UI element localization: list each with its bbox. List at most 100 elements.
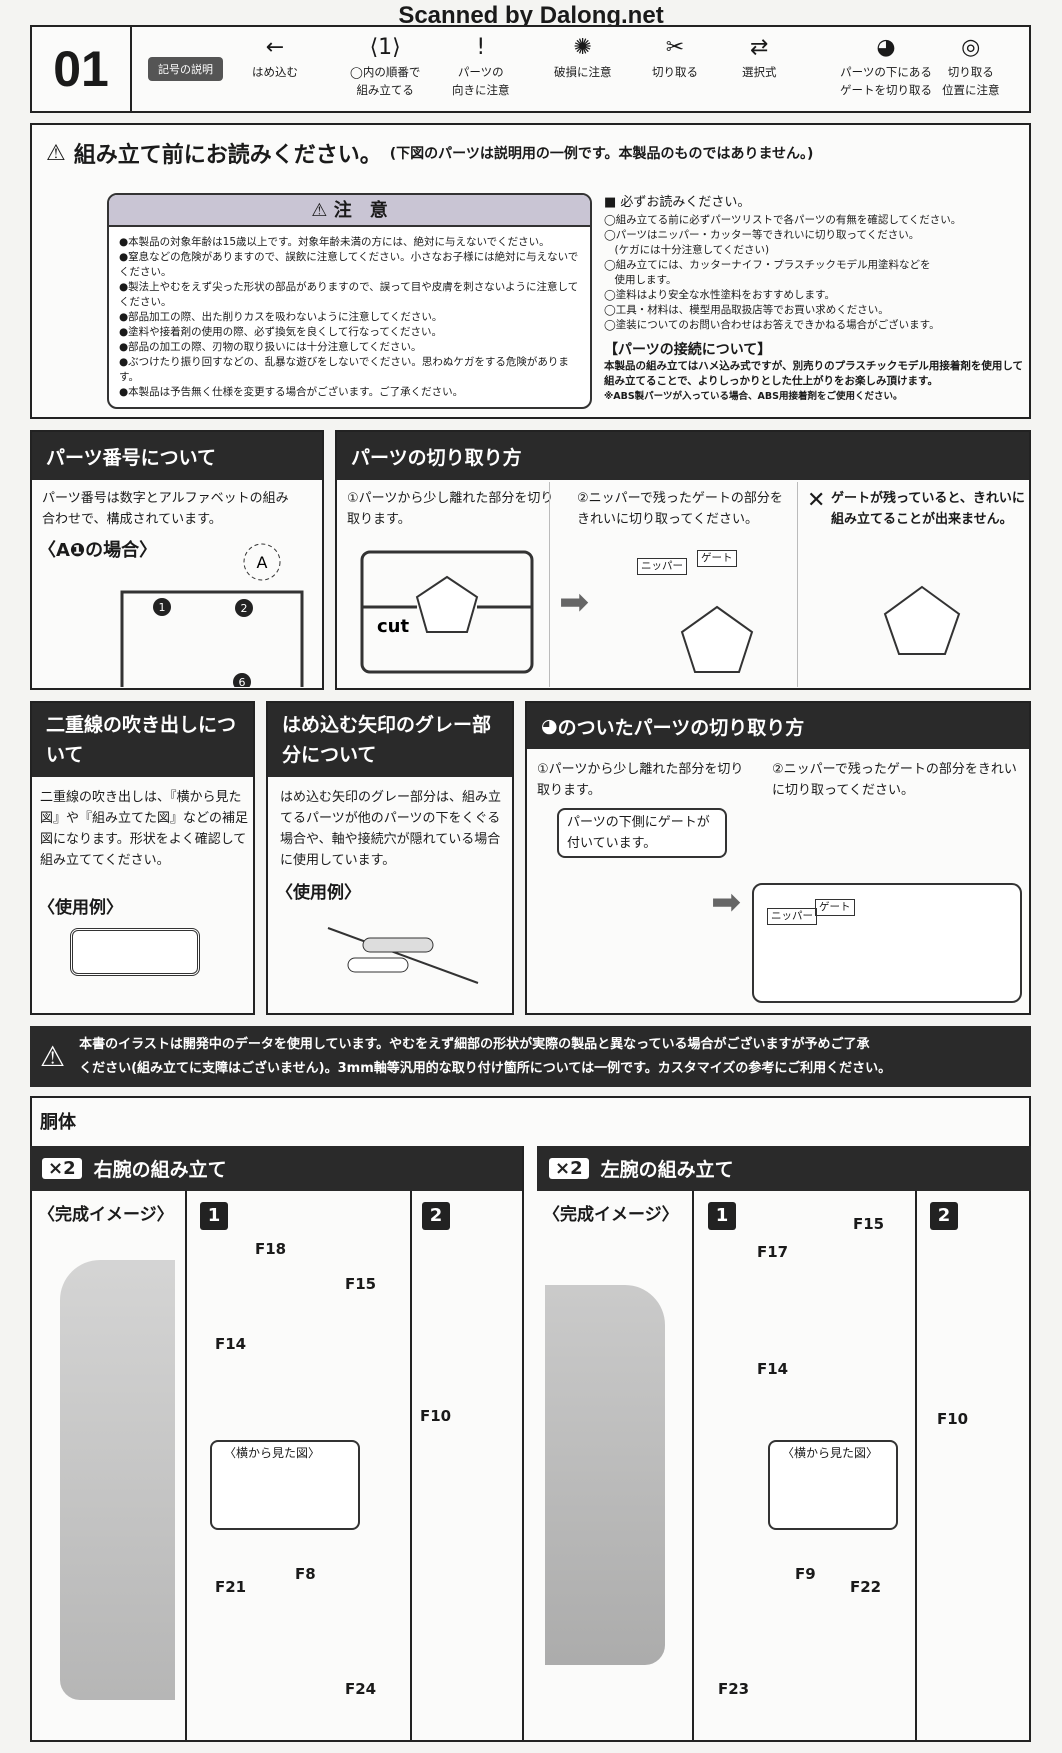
symbol-label: パーツの下にある: [840, 65, 932, 79]
list-item: ●部品の加工の際、刃物の取り扱いには十分注意してください。: [119, 341, 422, 353]
symbol-legend-header: 01 記号の説明 ←はめ込む⟨1⟩◯内の順番で組み立てる!パーツの向きに注意✺破…: [30, 25, 1031, 113]
gate-detail-box: [752, 883, 1022, 1003]
nipper-label: ニッパー: [767, 908, 817, 925]
runner-letter: A: [257, 553, 268, 572]
right-arm-title: 右腕の組み立て: [93, 1159, 227, 1181]
side-view-label: 〈横から見た図〉: [768, 1440, 898, 1530]
step-1-badge: 1: [708, 1202, 736, 1230]
part-label: F8: [295, 1565, 316, 1583]
list-item: ●部品加工の際、出た削りカスを吸わないように注意してください。: [119, 311, 443, 323]
divider: [915, 1191, 917, 1742]
legend-symbol: ◎ 切り取る位置に注意: [942, 33, 1000, 99]
warning-subtitle: (下図のパーツは説明用の一例です。本製品のものではありません。): [389, 146, 814, 162]
symbol-label: ゲートを切り取る: [840, 83, 932, 97]
symbol-label: はめ込む: [252, 65, 298, 79]
arrow-right-icon: ➡: [559, 582, 590, 623]
torso-section: 胴体: [30, 1096, 1031, 1742]
caution-box: ⚠ 注 意 ●本製品の対象年齢は15歳以上です。対象年齢未満の方には、絶対に与え…: [107, 193, 592, 409]
warning-title: 組み立て前にお読みください。: [73, 143, 382, 168]
double-line-text: 二重線の吹き出しは、『横から見た図』や『組み立てた図』などの補足図になります。形…: [40, 790, 249, 868]
warning-triangle-icon: ⚠: [40, 1040, 66, 1073]
under-gate-icon: ◕: [541, 715, 558, 737]
pentagon-part: [680, 605, 754, 673]
cut-label: cut: [377, 616, 409, 637]
gate-label: ゲート: [697, 550, 737, 567]
must-read-title: ■ 必ずお読みください。: [604, 195, 751, 210]
part-label: F14: [757, 1360, 789, 1378]
connection-text: 本製品の組み立てはハメ込み式ですが、別売りのプラスチックモデル用接着剤を使用して…: [604, 360, 1024, 387]
cut-illustration: cut: [360, 550, 534, 674]
list-item: ●塗料や接着剤の使用の際、必ず換気を良くして行なってください。: [119, 326, 443, 338]
symbol-label: 切り取る: [652, 65, 698, 79]
list-item: ●窒息などの危険がありますので、誤飲に注意してください。小さなお子様には絶対に与…: [119, 251, 579, 278]
legend-symbol: ⇄ 選択式: [742, 33, 777, 81]
left-finished-figure: [545, 1285, 665, 1665]
parts-number-panel: パーツ番号について パーツ番号は数字とアルファベットの組み合わせで、構成されてい…: [30, 430, 324, 690]
gray-arrow-panel: はめ込む矢印のグレー部分について はめ込む矢印のグレー部分は、組み立てるパーツが…: [266, 701, 514, 1015]
swap-arrows-icon: ⇄: [750, 35, 769, 60]
list-item: 使用します。: [604, 274, 677, 286]
cut-position-icon: ◎: [961, 35, 981, 60]
step-2-badge: 2: [422, 1202, 450, 1230]
gray-arrow-title: はめ込む矢印のグレー部分について: [268, 703, 512, 777]
cutting-step2: ②ニッパーで残ったゲートの部分をきれいに切り取ってください。: [577, 491, 783, 527]
gate-remaining-part: [883, 585, 961, 655]
list-item: ◯工具・材料は、模型用品取扱店等でお買い求めください。: [604, 304, 889, 316]
list-item: ◯塗料はより安全な水性塗料をおすすめします。: [604, 289, 835, 301]
double-line-title: 二重線の吹き出しについて: [32, 703, 253, 777]
part-label: F21: [215, 1578, 247, 1596]
part-label: F9: [795, 1565, 816, 1583]
symbol-label: 位置に注意: [942, 83, 1000, 97]
legend-symbol: ◕ パーツの下にあるゲートを切り取る: [840, 33, 932, 99]
caution-title: 注 意: [333, 200, 388, 221]
list-item: ◯組み立てる前に必ずパーツリストで各パーツの有無を確認してください。: [604, 214, 962, 226]
parts-number-text: パーツ番号は数字とアルファベットの組み合わせで、構成されています。: [42, 491, 289, 527]
symbol-label: パーツの: [457, 65, 504, 79]
under-gate-panel: ◕ のついたパーツの切り取り方 ①パーツから少し離れた部分を切り取ります。 パー…: [525, 701, 1031, 1015]
warning-triangle-icon: ⚠: [46, 140, 66, 166]
under-gate-bubble: パーツの下側にゲートが付いています。: [557, 808, 727, 858]
legend-symbol: ←はめ込む: [252, 33, 298, 81]
symbol-label: ◯内の順番で: [350, 65, 421, 79]
notice-line-2: ください(組み立てに支障はございません)。3mm軸等汎用的な取り付け箇所について…: [79, 1060, 892, 1076]
divider: [410, 1191, 412, 1742]
joint-illustration: [327, 927, 479, 984]
symbol-label: 選択式: [742, 65, 777, 79]
watermark: Scanned by Dalong.net: [398, 2, 664, 29]
legend-badge: 記号の説明: [148, 57, 223, 81]
connection-title: 【パーツの接続について】: [604, 342, 772, 358]
nipper-label: ニッパー: [637, 558, 687, 575]
side-view-label: 〈横から見た図〉: [210, 1440, 360, 1530]
gray-arrow-example: 〈使用例〉: [276, 883, 361, 903]
part-label: F22: [850, 1578, 882, 1596]
cut-icon: ✂: [665, 35, 685, 60]
right-finished-figure: [60, 1260, 175, 1700]
caution-icon: ⚠: [311, 200, 334, 221]
parts-number-example: 〈A❶の場合〉: [38, 540, 158, 561]
list-item: (ケガには十分注意してください): [604, 244, 770, 256]
page-number: 01: [32, 27, 132, 111]
list-item: ◯塗装についてのお問い合わせはお答えできかねる場合がございます。: [604, 319, 940, 331]
cutting-step1: ①パーツから少し離れた部分を切り取ります。: [347, 491, 554, 527]
notice-line-1: 本書のイラストは開発中のデータを使用しています。やむをえず細部の形状が実際の製品…: [79, 1036, 870, 1052]
part-label: F15: [853, 1215, 885, 1233]
cutting-ng-text: ゲートが残っていると、きれいに組み立てることが出来ません。: [831, 491, 1025, 527]
divider: [522, 1146, 524, 1742]
illustration-notice: ⚠ 本書のイラストは開発中のデータを使用しています。やむをえず細部の形状が実際の…: [30, 1026, 1031, 1087]
part-label: F17: [757, 1243, 789, 1261]
gate-label: ゲート: [815, 899, 855, 916]
under-gate-icon: ◕: [876, 35, 896, 60]
symbol-label: 切り取る: [947, 65, 994, 79]
breakage-icon: ✺: [573, 35, 592, 60]
double-line-example: 〈使用例〉: [38, 898, 123, 918]
part-label: F10: [937, 1410, 969, 1428]
list-item: ●本製品は予告無く仕様を変更する場合がございます。ご了承ください。: [119, 386, 464, 398]
step-2-badge: 2: [930, 1202, 958, 1230]
qty-badge: ×2: [549, 1158, 589, 1179]
runner-illustration: A 1 2 6: [120, 543, 304, 687]
part-label: F18: [255, 1240, 287, 1258]
tag-1: 1: [159, 601, 166, 614]
exclamation-icon: !: [476, 35, 486, 60]
